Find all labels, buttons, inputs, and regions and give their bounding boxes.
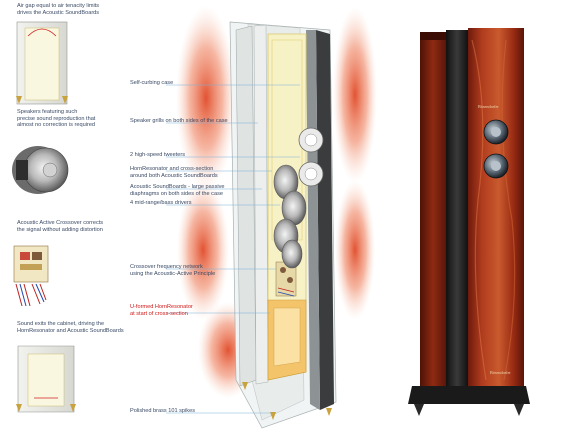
callout-grills: Speaker grills on both sides of the case (130, 118, 228, 124)
caption-air-gap: Air gap equal to air tenacity limits dri… (17, 3, 100, 16)
callout-self-curbing: Self-curbing case (130, 80, 174, 86)
spike-icon (242, 382, 332, 420)
sound-glow (176, 6, 377, 398)
crossover-board-icon (275, 261, 297, 297)
brand-logo-top: Bösendorfer (478, 104, 499, 109)
leader-lines (166, 84, 300, 414)
callout-spikes: Polished brass 101 spikes (130, 408, 195, 414)
callout-soundboards: Acoustic SoundBoards - large passive dia… (130, 184, 225, 197)
caption-sound-exit: Sound exits the cabinet, driving the Hor… (17, 321, 124, 334)
callout-u-formed: U-formed HornResonator at start of cross… (130, 304, 193, 317)
caption-speakers: Speakers featuring such precise sound re… (17, 109, 96, 129)
woofer-icon (273, 164, 307, 269)
illustration-crossover (13, 245, 49, 307)
callout-horn-resonator: HornResonator and cross-section around b… (130, 166, 218, 179)
brand-logo-bottom: Bösendorfer (490, 370, 511, 375)
illustration-air-gap (16, 21, 68, 105)
callout-crossover-network: Crossover frequency network using the Ac… (130, 264, 216, 277)
tweeter-icon (298, 127, 324, 187)
callout-tweeters: 2 high-speed tweeters (130, 152, 186, 158)
callout-drivers: 4 mid-range/bass drivers (130, 200, 192, 206)
illustration-sound-exit (16, 345, 76, 413)
speaker-photo (408, 28, 530, 416)
illustration-speaker-driver (12, 146, 69, 194)
cutaway-cabinet (229, 21, 337, 429)
caption-crossover: Acoustic Active Crossover corrects the s… (17, 220, 104, 233)
